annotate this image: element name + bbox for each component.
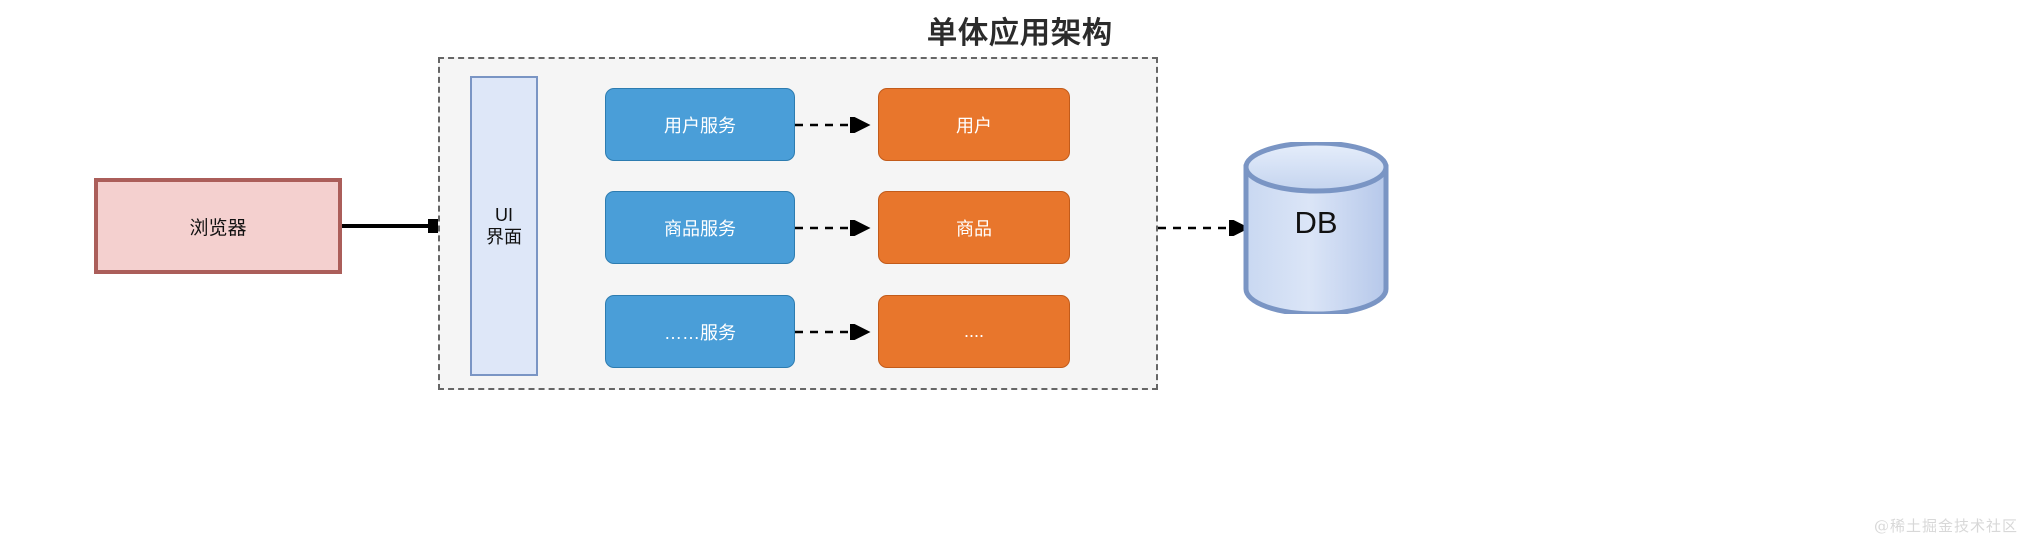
arrow-other-service-to-other-entity [795,324,871,340]
entity-node-other: .... [878,295,1070,368]
page-title: 单体应用架构 [927,17,1113,50]
ui-layer-label-line2: 界面 [486,227,522,247]
service-node-product-label: 商品服务 [664,218,736,239]
service-node-other: ……服务 [605,295,795,368]
arrow-product-service-to-product-entity [795,220,871,236]
entity-node-other-label: .... [963,321,984,341]
entity-node-user-label: 用户 [956,115,992,136]
database-node [1243,142,1389,314]
entity-node-product-label: 商品 [956,218,992,239]
ui-layer-node: UI 界面 [470,76,538,376]
browser-node-label: 浏览器 [189,217,247,239]
service-node-user-label: 用户服务 [664,115,736,136]
ui-layer-label-line1: UI [495,204,513,225]
service-node-user: 用户服务 [605,88,795,161]
arrow-browser-to-monolith [342,219,456,233]
entity-node-user: 用户 [878,88,1070,161]
service-node-product: 商品服务 [605,191,795,264]
entity-node-product: 商品 [878,191,1070,264]
service-node-other-label: ……服务 [664,322,736,343]
browser-node: 浏览器 [94,178,342,274]
watermark: @稀土掘金技术社区 [1873,517,2018,535]
arrow-user-service-to-user-entity [795,117,871,133]
